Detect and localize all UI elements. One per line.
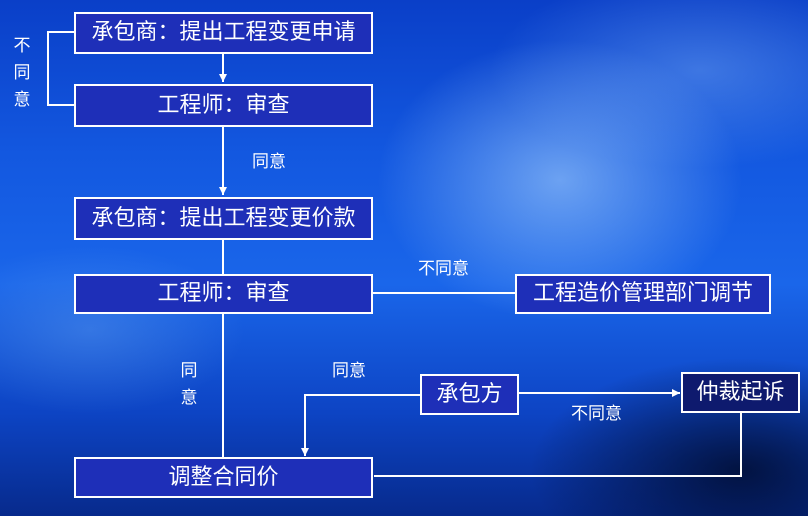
label-agree-2: 同意 [180, 361, 198, 408]
label-disagree-arbitration: 不同意 [571, 404, 622, 424]
box-engineer-review-2: 工程师：审查 [74, 274, 373, 314]
box-contractor: 承包方 [420, 374, 519, 415]
arrow-contractor-agree [301, 394, 421, 456]
label-disagree-loop: 不同意 [13, 36, 31, 110]
label-disagree-mediation: 不同意 [418, 259, 469, 279]
box-adjust-price: 调整合同价 [74, 457, 373, 498]
label-agree-3: 同意 [332, 361, 366, 381]
box-arbitration: 仲裁起诉 [681, 372, 800, 413]
box-submit-change: 承包商：提出工程变更申请 [74, 12, 373, 54]
box-engineer-review-1: 工程师：审查 [74, 84, 373, 127]
loop-disagree [47, 31, 75, 106]
line-arbitration-to-adjust [374, 412, 742, 477]
label-agree-1: 同意 [252, 152, 286, 172]
box-cost-mediation: 工程造价管理部门调节 [515, 274, 771, 314]
box-submit-price: 承包商：提出工程变更价款 [74, 197, 373, 240]
